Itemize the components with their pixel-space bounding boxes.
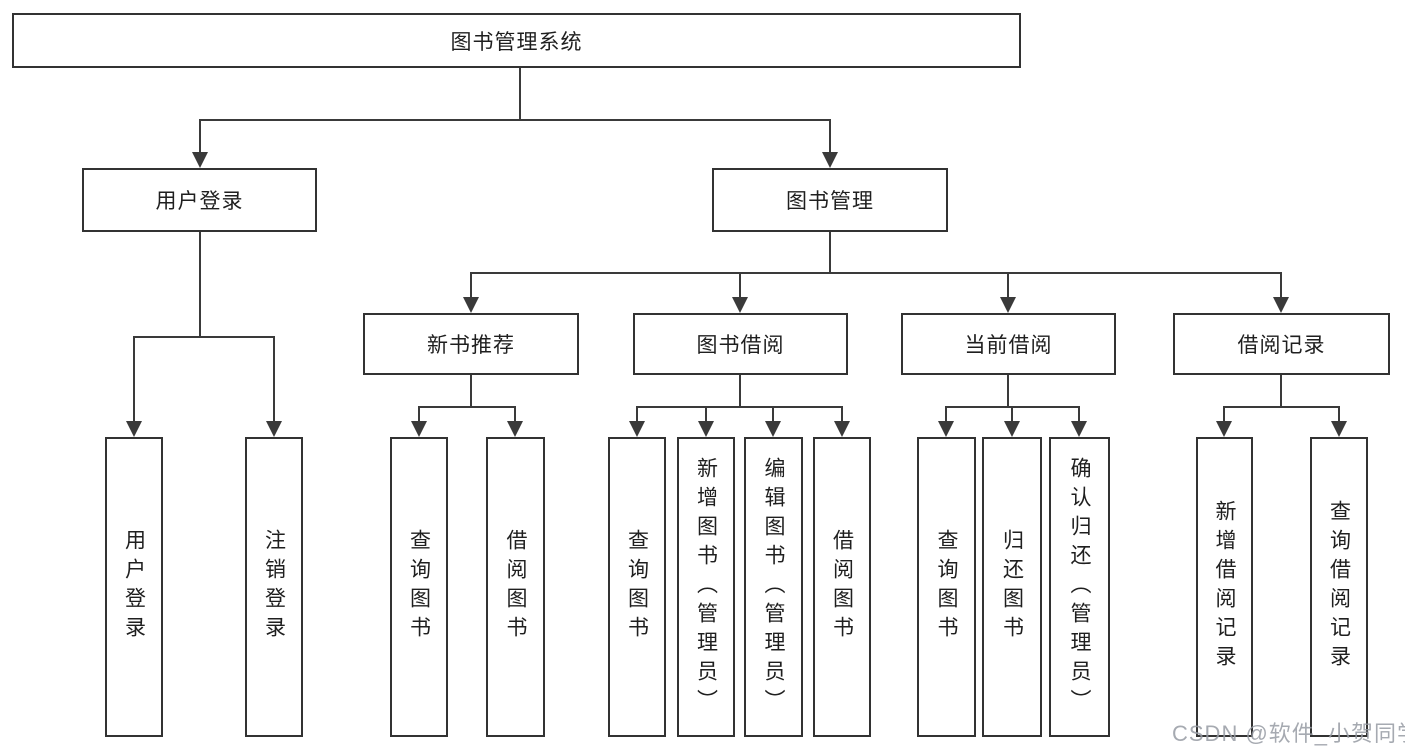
leaf-bb-edit-books-admin: 编辑图书（管理员） (744, 437, 803, 737)
connector-arrowhead (834, 421, 850, 437)
leaf-logout-label: 注销登录 (262, 529, 286, 645)
connector-line (739, 375, 741, 408)
connector-arrowhead (1071, 421, 1087, 437)
node-book-management-label: 图书管理 (786, 190, 874, 213)
leaf-bb-borrow-books-label: 借阅图书 (830, 529, 854, 645)
leaf-br-query-record: 查询借阅记录 (1310, 437, 1368, 737)
node-new-book-recommend: 新书推荐 (363, 313, 579, 375)
node-book-borrowing-label: 图书借阅 (696, 334, 785, 357)
node-current-borrowing: 当前借阅 (901, 313, 1116, 375)
node-book-management: 图书管理 (712, 168, 948, 232)
leaf-nbr-borrow-books: 借阅图书 (486, 437, 545, 737)
connector-line (519, 68, 521, 121)
connector-arrowhead (629, 421, 645, 437)
node-root-label: 图书管理系统 (450, 30, 583, 54)
connector-line (1223, 406, 1340, 408)
connector-arrowhead (411, 421, 427, 437)
connector-arrowhead (266, 421, 282, 437)
connector-line (514, 406, 516, 422)
connector-line (470, 375, 472, 408)
connector-line (829, 232, 831, 274)
connector-line (470, 272, 1282, 274)
connector-line (636, 406, 638, 422)
connector-arrowhead (463, 297, 479, 313)
connector-line (1007, 272, 1009, 298)
connector-arrowhead (732, 297, 748, 313)
connector-line (470, 272, 472, 298)
node-borrowing-records: 借阅记录 (1173, 313, 1390, 375)
connector-line (1078, 406, 1080, 422)
connector-line (1011, 406, 1013, 422)
connector-line (739, 272, 741, 298)
connector-line (945, 406, 947, 422)
connector-arrowhead (1000, 297, 1016, 313)
node-user-login-label: 用户登录 (155, 190, 244, 213)
connector-line (705, 406, 707, 422)
node-root: 图书管理系统 (12, 13, 1021, 68)
csdn-watermark: CSDN @软件_小贺同学 (1172, 721, 1405, 746)
connector-arrowhead (698, 421, 714, 437)
leaf-cb-query-books-label: 查询图书 (935, 529, 958, 645)
node-current-borrowing-label: 当前借阅 (964, 334, 1053, 357)
connector-arrowhead (507, 421, 523, 437)
leaf-br-query-record-label: 查询借阅记录 (1327, 500, 1351, 674)
node-new-book-recommend-label: 新书推荐 (427, 334, 515, 357)
node-borrowing-records-label: 借阅记录 (1237, 334, 1326, 357)
leaf-bb-add-books-admin: 新增图书（管理员） (677, 437, 735, 737)
leaf-user-login: 用户登录 (105, 437, 163, 737)
connector-line (841, 406, 843, 422)
leaf-bb-query-books-label: 查询图书 (625, 529, 649, 645)
connector-arrowhead (1004, 421, 1020, 437)
connector-line (1223, 406, 1225, 422)
connector-line (199, 119, 831, 121)
connector-line (133, 336, 135, 422)
leaf-nbr-query-books: 查询图书 (390, 437, 448, 737)
connector-line (273, 336, 275, 422)
connector-arrowhead (822, 152, 838, 168)
connector-arrowhead (765, 421, 781, 437)
connector-line (1280, 272, 1282, 298)
leaf-bb-edit-books-admin-label: 编辑图书（管理员） (762, 456, 785, 718)
connector-arrowhead (1273, 297, 1289, 313)
connector-arrowhead (126, 421, 142, 437)
connector-line (1338, 406, 1340, 422)
connector-line (636, 406, 843, 408)
leaf-cb-return-books-label: 归还图书 (1000, 529, 1024, 645)
connector-arrowhead (938, 421, 954, 437)
node-book-borrowing: 图书借阅 (633, 313, 848, 375)
leaf-bb-query-books: 查询图书 (608, 437, 666, 737)
leaf-br-add-record-label: 新增借阅记录 (1213, 500, 1236, 674)
connector-arrowhead (1331, 421, 1347, 437)
connector-line (772, 406, 774, 422)
leaf-cb-confirm-return-admin-label: 确认归还（管理员） (1068, 456, 1091, 718)
connector-line (418, 406, 516, 408)
leaf-user-login-label: 用户登录 (122, 529, 146, 645)
leaf-cb-return-books: 归还图书 (982, 437, 1042, 737)
connector-line (133, 336, 275, 338)
connector-line (199, 119, 201, 153)
leaf-br-add-record: 新增借阅记录 (1196, 437, 1253, 737)
connector-line (829, 119, 831, 153)
node-user-login: 用户登录 (82, 168, 317, 232)
connector-arrowhead (1216, 421, 1232, 437)
leaf-nbr-borrow-books-label: 借阅图书 (504, 529, 527, 645)
leaf-cb-confirm-return-admin: 确认归还（管理员） (1049, 437, 1110, 737)
leaf-bb-borrow-books: 借阅图书 (813, 437, 871, 737)
leaf-bb-add-books-admin-label: 新增图书（管理员） (694, 456, 718, 718)
connector-line (418, 406, 420, 422)
leaf-nbr-query-books-label: 查询图书 (407, 529, 431, 645)
leaf-logout: 注销登录 (245, 437, 303, 737)
leaf-cb-query-books: 查询图书 (917, 437, 976, 737)
connector-line (1280, 375, 1282, 408)
connector-arrowhead (192, 152, 208, 168)
connector-line (199, 232, 201, 338)
connector-line (1007, 375, 1009, 408)
